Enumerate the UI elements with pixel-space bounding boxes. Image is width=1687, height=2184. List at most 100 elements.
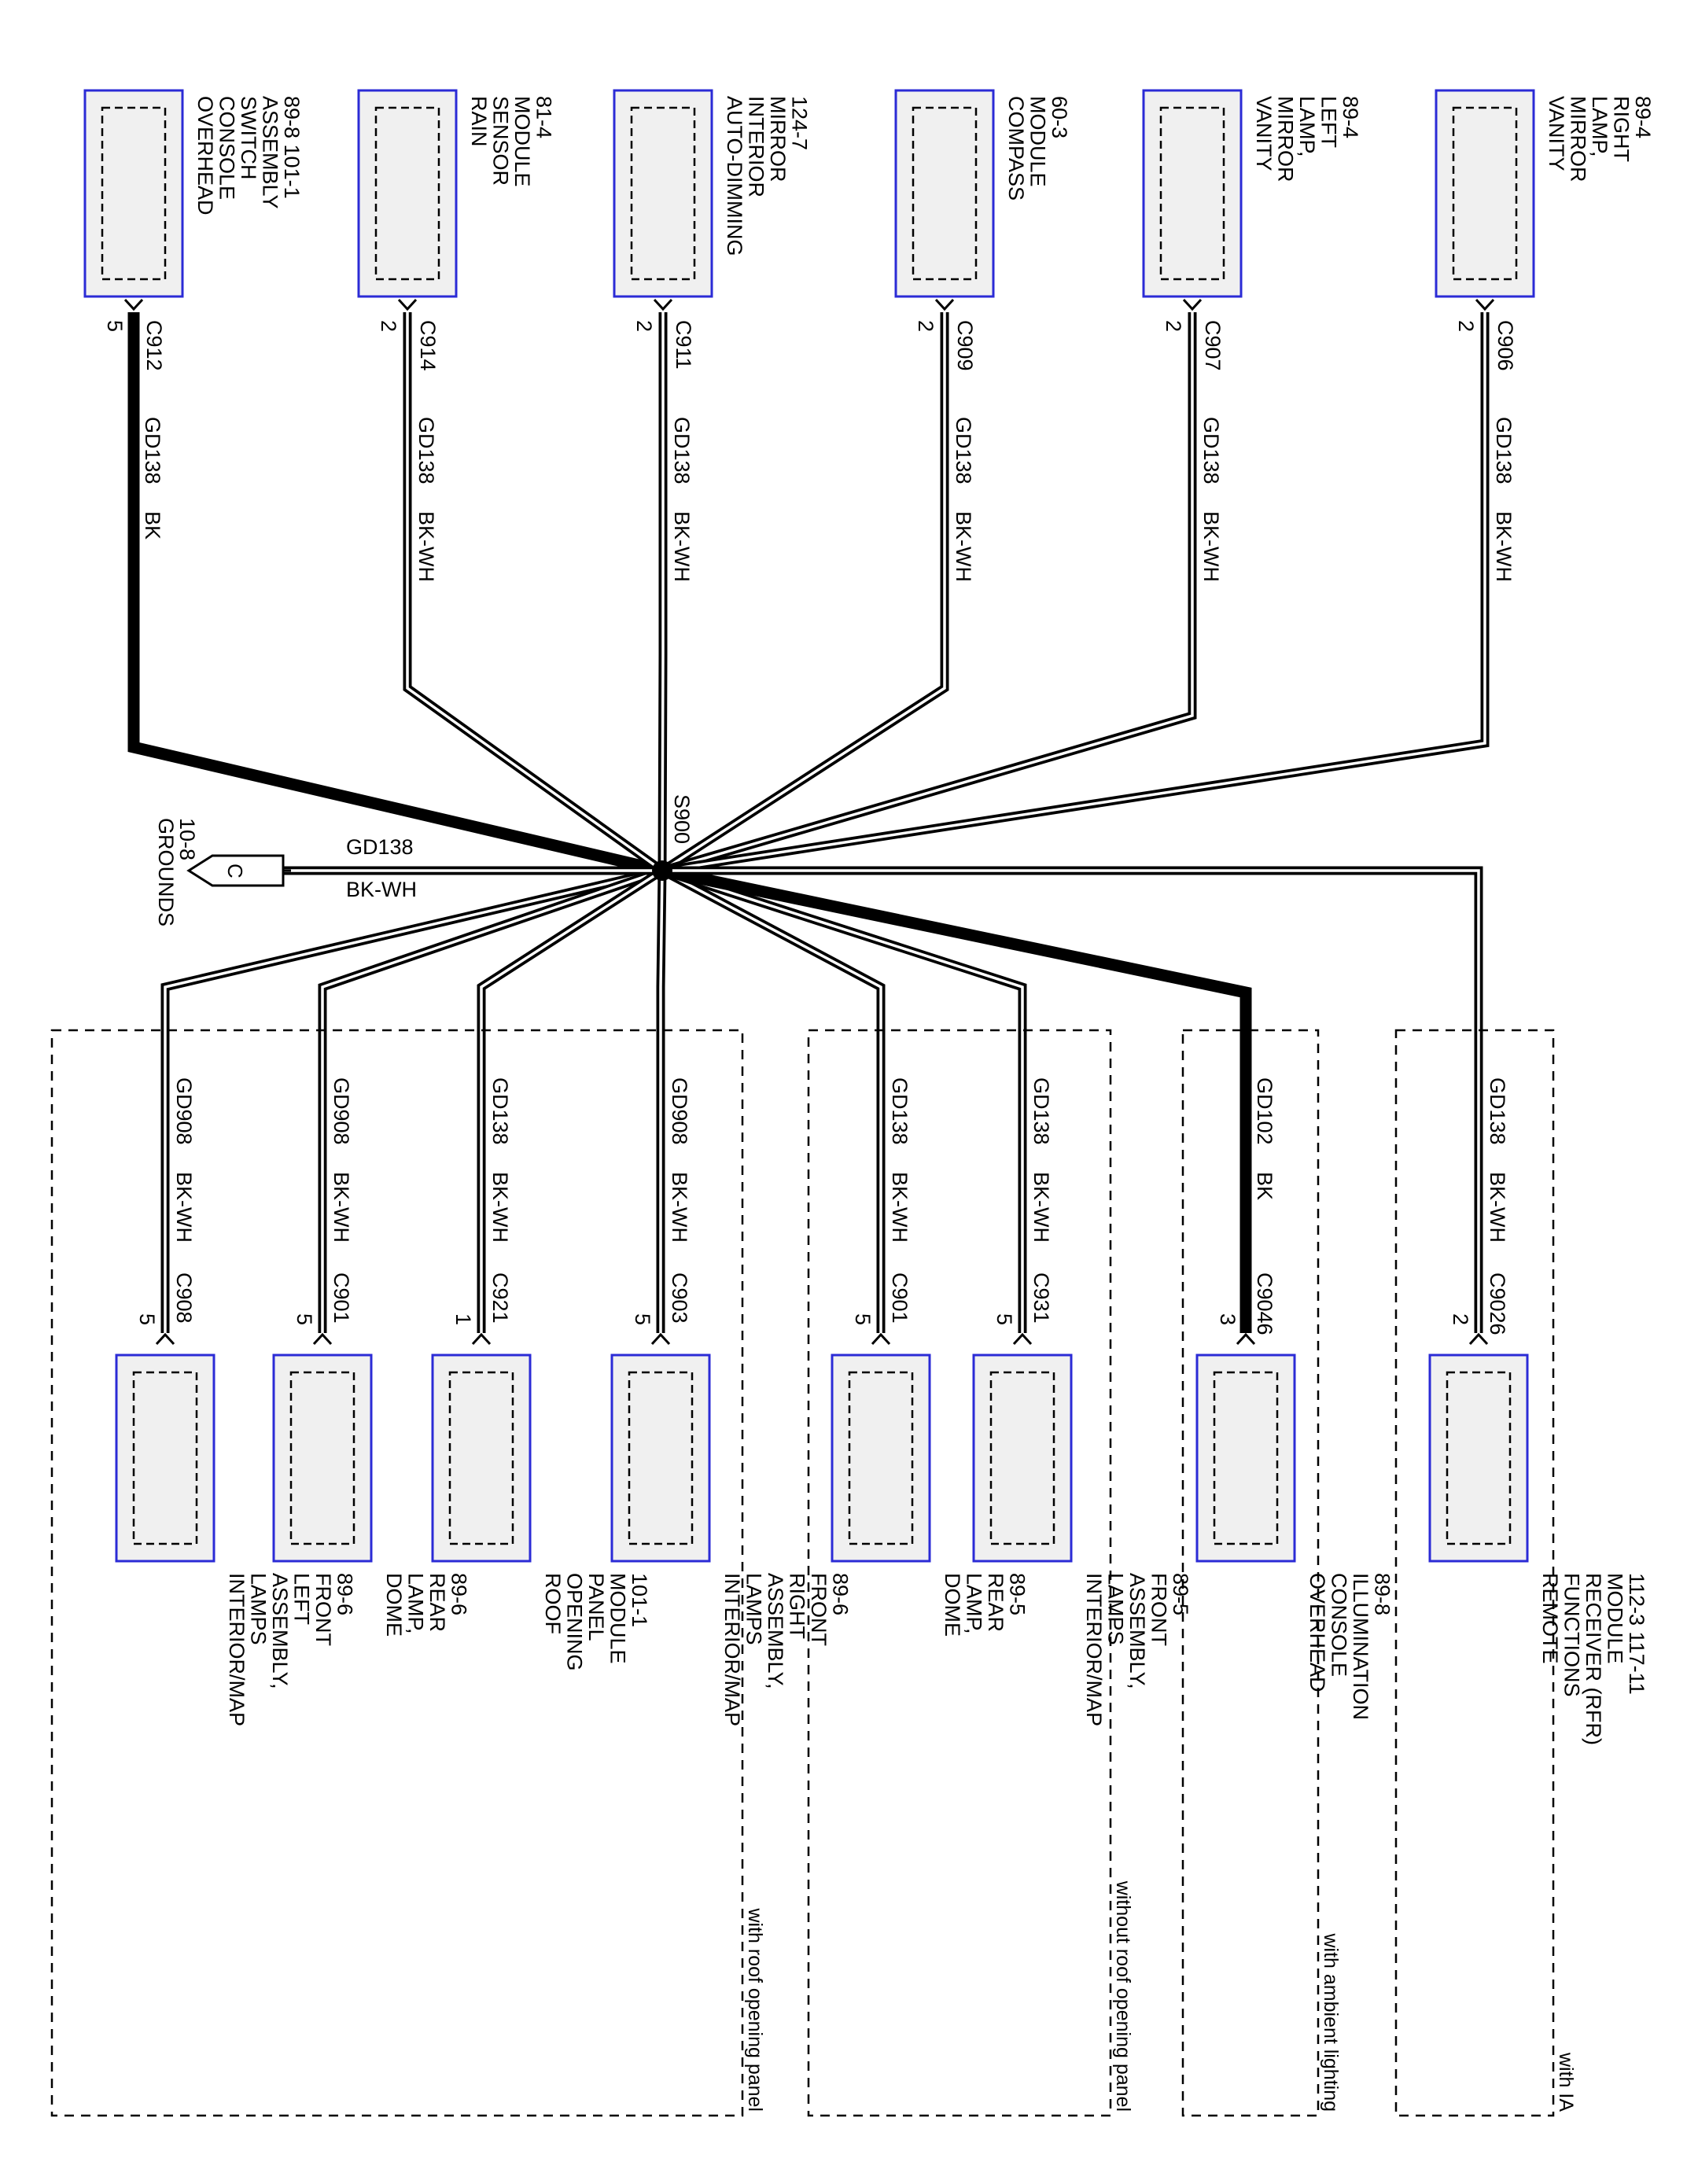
component-name-line: INTERIOR/MAP [720,1573,744,1726]
component-ref: 89-6 [829,1573,853,1615]
component-name-line: ASSEMBLY, [268,1573,292,1689]
component-name-line: ASSEMBLY, [1125,1573,1149,1689]
wire-interior-map-right-front [656,870,667,1333]
circuit-id: GD908 [172,1077,196,1145]
component-name-line: LAMP, [963,1573,986,1634]
connector-overhead-console-illumination: C9046 [1253,1272,1276,1335]
component-name-line: ILLUMINATION [1349,1573,1372,1720]
wire-rain-sensor [403,312,665,875]
component-rfr-module[interactable] [1428,1353,1529,1563]
component-name-line: COMPASS [1004,96,1028,201]
wire-color: BK-WH [888,1172,912,1243]
pin-interior-map-left-front: 5 [135,1313,159,1325]
component-interior-map-right-front[interactable] [610,1353,711,1563]
component-name-line: REMOTE [1538,1573,1562,1664]
component-ref: 60-3 [1048,96,1071,138]
component-rain-sensor[interactable] [357,89,458,298]
connector-rain-sensor: C914 [416,320,440,371]
pin-number: 3 [1216,1313,1239,1325]
option-group-no-roof-opening: without roof opening panel [807,1029,1134,2117]
component-name-line: CONSOLE [1328,1573,1351,1677]
connector-id: C909 [953,320,977,371]
component-roof-opening-panel[interactable] [431,1353,532,1563]
circuit-id: GD138 [414,417,438,484]
component-vanity-left[interactable] [1142,89,1243,298]
component-name-line: SENSOR [489,96,513,186]
pin-number: 5 [631,1313,654,1325]
component-vanity-right[interactable] [1435,89,1535,298]
component-interior-map-left-front[interactable] [115,1353,215,1563]
circuit-id: GD138 [1030,1077,1053,1145]
component-compass-module[interactable] [894,89,995,298]
connector-id: C908 [172,1272,196,1324]
pin-number: 2 [632,320,656,332]
connector-id: C921 [488,1272,512,1324]
component-ref: 89-5 [1006,1573,1030,1615]
wire-color: BK-WH [1199,511,1223,582]
wire-dome-lamp-rear-roof [318,866,664,1333]
ground-letter-text: C [223,864,247,878]
connector-rfr-module: C9026 [1486,1272,1509,1335]
component-name-line: MIRROR [1274,96,1298,182]
connector-id: C914 [416,320,440,371]
component-name-line: INTERIOR [745,96,768,197]
wire-rfr-module [662,866,1483,1333]
component-name-line: MODULE [1604,1573,1627,1664]
wire-vanity-right [661,312,1490,875]
option-group-text: with IA [1555,2052,1577,2112]
component-name-line: VANITY [1252,96,1276,171]
component-name-line: FUNCTIONS [1560,1573,1584,1697]
component-name-line: LAMP, [1295,96,1319,157]
component-name-line: MIRROR [1567,96,1590,182]
pin-dome-lamp-rear: 5 [851,1313,875,1325]
pin-interior-map-front: 5 [993,1313,1016,1325]
component-interior-map-front[interactable] [972,1353,1073,1563]
connector-arrow-dome-lamp-rear-roof [312,1332,333,1346]
wire-color: BK-WH [668,1172,691,1243]
component-auto-dimming-mirror[interactable] [613,89,713,298]
wire-color: BK-WH [952,511,975,582]
connector-dome-lamp-rear-roof: C901 [330,1272,353,1324]
component-name-line: MIRROR [766,96,790,182]
component-name-line: ASSEMBLY, [764,1573,787,1689]
component-overhead-console-switch[interactable] [83,89,184,298]
connector-id: C903 [668,1272,691,1324]
wire-overhead-console-switch [127,312,664,877]
pin-compass-module: 2 [914,320,937,332]
connector-id: C911 [672,320,695,370]
connector-id: C912 [142,320,166,371]
wire-color: BK-WH [1030,1172,1053,1243]
component-ref: 89-4 [1631,96,1655,138]
wire-overhead-console-illumination [661,864,1252,1333]
component-name-line: VANITY [1545,96,1568,171]
circuit-id: GD138 [888,1077,912,1145]
pin-number: 5 [851,1313,875,1325]
option-group-label: without roof opening panel [1112,1880,1134,2112]
component-ref: 89-8 101-1 [280,96,304,199]
component-dome-lamp-rear-roof[interactable] [272,1353,373,1563]
component-name-line: DOME [941,1573,964,1637]
connector-auto-dimming-mirror: C911 [672,320,695,370]
wire-dome-lamp-rear [660,867,886,1333]
pin-number: 2 [1454,320,1478,332]
connector-arrow-dome-lamp-rear [871,1332,891,1346]
ground-color: BK-WH [346,878,417,901]
pin-roof-opening-panel: 1 [451,1313,475,1325]
component-overhead-console-illumination[interactable] [1195,1353,1296,1563]
component-dome-lamp-rear[interactable] [831,1353,931,1563]
connector-interior-map-right-front: C903 [668,1272,691,1324]
connector-arrow-interior-map-front [1012,1332,1033,1346]
connector-arrow-compass-module [934,298,955,311]
wire-color: BK [1253,1172,1276,1200]
component-name-line: ROOF [541,1573,565,1634]
ground-letter: C [223,864,247,878]
